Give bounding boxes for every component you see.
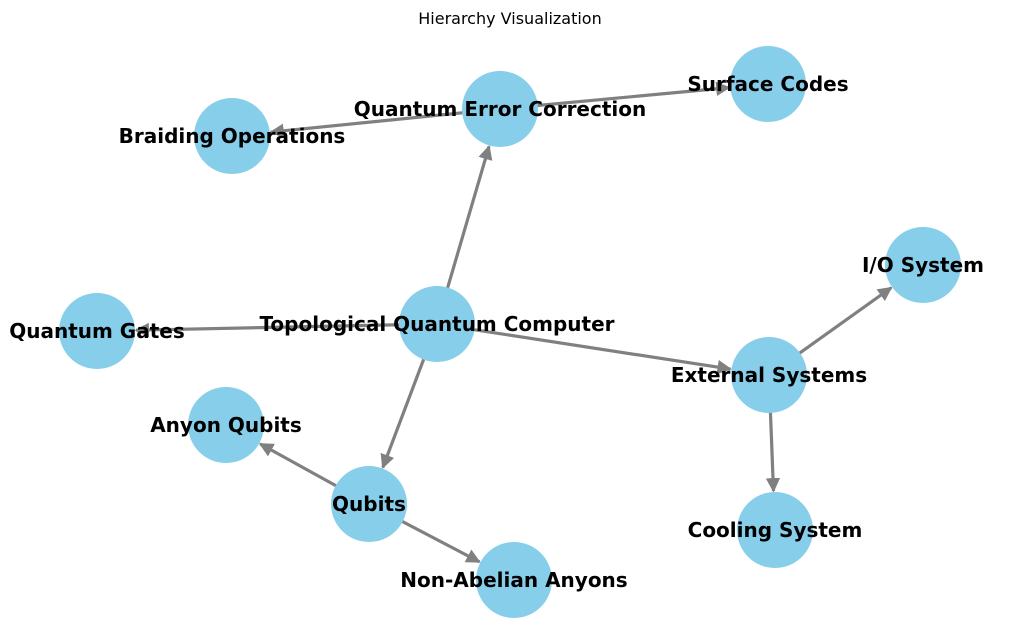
node-label-topological-quantum-computer: Topological Quantum Computer	[259, 312, 614, 336]
node-cooling-system[interactable]	[737, 492, 813, 568]
edge-topological-quantum-computer-to-external-systems	[438, 322, 732, 375]
node-label-cooling-system: Cooling System	[688, 518, 863, 542]
node-label-quantum-error-correction: Quantum Error Correction	[354, 97, 647, 121]
node-label-quantum-gates: Quantum Gates	[9, 319, 185, 343]
node-anyon-qubits[interactable]	[188, 387, 264, 463]
node-non-abelian-anyons[interactable]	[476, 542, 552, 618]
node-quantum-error-correction[interactable]	[462, 71, 538, 147]
node-surface-codes[interactable]	[730, 46, 806, 122]
node-label-surface-codes: Surface Codes	[687, 72, 848, 96]
node-label-anyon-qubits: Anyon Qubits	[150, 413, 302, 437]
edge-topological-quantum-computer-to-quantum-gates	[134, 322, 436, 338]
node-qubits[interactable]	[331, 466, 407, 542]
node-topological-quantum-computer[interactable]	[399, 286, 475, 362]
node-external-systems[interactable]	[731, 337, 807, 413]
node-quantum-gates[interactable]	[59, 293, 135, 369]
node-label-external-systems: External Systems	[671, 363, 867, 387]
node-label-qubits: Qubits	[332, 492, 406, 516]
node-braiding-operations[interactable]	[194, 98, 270, 174]
nodes-layer	[59, 46, 961, 618]
chart-title: Hierarchy Visualization	[418, 9, 601, 28]
labels-layer: Topological Quantum Computer Quantum Erro…	[9, 72, 984, 592]
edge-quantum-error-correction-to-braiding-operations	[269, 107, 499, 138]
edge-quantum-error-correction-to-surface-codes	[501, 81, 731, 111]
node-label-non-abelian-anyons: Non-Abelian Anyons	[400, 568, 627, 592]
node-label-io-system: I/O System	[862, 253, 984, 277]
node-io-system[interactable]	[885, 227, 961, 303]
node-label-braiding-operations: Braiding Operations	[119, 124, 346, 148]
